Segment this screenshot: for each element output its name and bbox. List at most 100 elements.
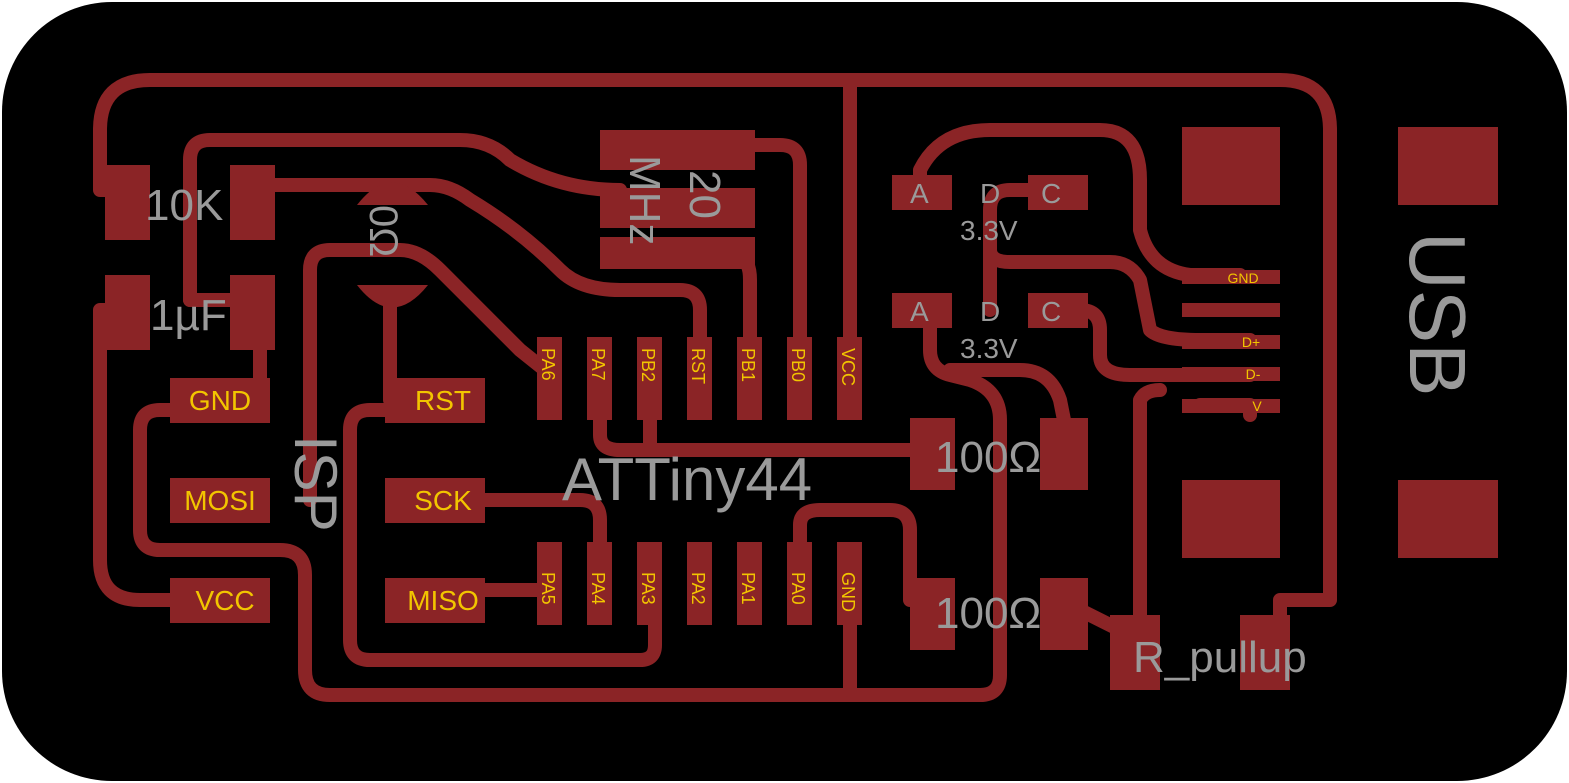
label-mcu-pin-pa0: PA0: [788, 572, 808, 605]
trace-usb-dplus: [983, 183, 1257, 347]
pad-diode1-c: [1028, 175, 1088, 210]
label-mcu-pin-pb0: PB0: [788, 348, 808, 382]
pad-100-top-right: [1040, 418, 1088, 490]
pad-100-bottom-left: [910, 578, 955, 650]
pad-usb-dplus: [1182, 335, 1280, 349]
trace-left-vcc: [93, 303, 227, 607]
trace-sck: [473, 493, 607, 567]
trace-usb-dminus: [1043, 303, 1257, 382]
pad-usb-v: [1182, 399, 1280, 413]
pad-diode2-a: [892, 293, 952, 328]
pad-mcu-pb2: [637, 337, 662, 420]
silkscreen-labels: 10K 1µF 0Ω 20 MHz ATTiny44 ISP USB 100Ω …: [145, 155, 1482, 682]
label-isp-gnd: GND: [189, 385, 251, 416]
trace-pb0: [673, 138, 807, 387]
label-isp-miso: MISO: [407, 585, 479, 616]
label-mcu-pin-pa6: PA6: [538, 348, 558, 381]
pad-isp-sck: [385, 478, 485, 523]
label-usb-pin-v: V: [1252, 398, 1262, 414]
pad-mcu-pa4: [587, 542, 612, 625]
pad-isp-vcc: [170, 578, 270, 623]
pad-mcu-pa3: [637, 542, 662, 625]
pad-diode2-c: [1028, 293, 1088, 328]
pad-pullup-left: [1110, 615, 1160, 690]
label-diode2-value: 3.3V: [960, 333, 1018, 364]
label-diode2-d: D: [980, 296, 1000, 327]
pad-mcu-pa2: [687, 542, 712, 625]
label-mcu-pin-pa3: PA3: [638, 572, 658, 605]
pad-usb-shield-br: [1398, 480, 1498, 558]
pad-crystal-3: [600, 237, 755, 269]
label-crystal-unit: MHz: [620, 155, 669, 245]
label-0ohm: 0Ω: [361, 205, 405, 257]
trace-100-top: [943, 363, 1077, 457]
label-isp-rst: RST: [415, 385, 471, 416]
label-mcu-pin-pa4: PA4: [588, 572, 608, 605]
pad-crystal-1: [600, 130, 755, 170]
pad-10k-left: [105, 165, 150, 240]
label-isp-sck: SCK: [414, 485, 472, 516]
pad-1uf-right: [230, 275, 275, 350]
label-mcu: ATTiny44: [562, 446, 812, 513]
label-mcu-pin-pa5: PA5: [538, 572, 558, 605]
pad-1uf-left: [105, 275, 150, 350]
trace-pullup: [1133, 383, 1167, 647]
pad-pullup-right: [1240, 615, 1290, 690]
pad-mcu-pa1: [737, 542, 762, 625]
pad-usb-dminus: [1182, 367, 1280, 381]
pad-mcu-rst: [687, 337, 712, 420]
trace-pa0: [793, 503, 917, 607]
label-usb: USB: [1393, 232, 1482, 397]
label-10k: 10K: [145, 181, 223, 230]
trace-rst: [253, 178, 707, 387]
pad-mcu-pa6: [537, 337, 562, 420]
label-isp-vcc: VCC: [195, 585, 254, 616]
trace-pa3: [343, 403, 662, 667]
pad-usb-shield-bl: [1182, 480, 1280, 558]
copper-pads: [105, 127, 1498, 690]
label-1uf: 1µF: [150, 291, 227, 340]
label-mcu-pin-pa1: PA1: [738, 572, 758, 605]
label-usb-pin-dminus: D-: [1246, 366, 1261, 382]
label-diode2-a: A: [910, 296, 929, 327]
pad-100-top-left: [910, 418, 955, 490]
label-crystal-value: 20: [680, 170, 729, 219]
pad-isp-gnd: [170, 378, 270, 423]
pad-usb-gnd: [1182, 270, 1280, 284]
label-diode2-c: C: [1041, 296, 1061, 327]
label-mcu-pin-gnd: GND: [838, 572, 858, 612]
pad-0ohm-bottom: [357, 285, 428, 308]
pad-0ohm-top: [357, 182, 428, 205]
label-diode1-a: A: [910, 178, 929, 209]
pad-diode1-a: [892, 175, 952, 210]
label-mcu-pin-pa2: PA2: [688, 572, 708, 605]
pad-mcu-pa0: [787, 542, 812, 625]
pad-mcu-gnd: [837, 542, 862, 625]
trace-pa6: [303, 243, 552, 507]
label-100-bottom: 100Ω: [935, 589, 1041, 638]
pad-isp-mosi: [170, 478, 270, 523]
trace-usb-gnd: [913, 123, 1247, 282]
label-isp-mosi: MOSI: [184, 485, 256, 516]
label-mcu-pin-pa7: PA7: [588, 348, 608, 381]
pad-mcu-pb0: [787, 337, 812, 420]
label-usb-pin-gnd: GND: [1227, 270, 1258, 286]
pin-labels: GND RST MOSI SCK VCC MISO PA6 PA7 PB2 RS…: [184, 270, 1262, 616]
trace-mosi-loop: [133, 313, 1007, 702]
pad-mcu-vcc: [837, 337, 862, 420]
pad-isp-rst: [385, 378, 485, 423]
label-mcu-pin-pb2: PB2: [638, 348, 658, 382]
copper-traces: [93, 73, 1337, 702]
pad-crystal-2: [600, 188, 755, 228]
pad-mcu-pa7: [587, 337, 612, 420]
pad-usb-shield-tl: [1182, 127, 1280, 205]
trace-outer-loop: [93, 73, 1337, 647]
trace-crystal-a: [183, 133, 627, 307]
label-r-pullup: R_pullup: [1133, 633, 1307, 682]
pad-10k-right: [230, 165, 275, 240]
pad-isp-miso: [385, 578, 485, 623]
label-diode1-value: 3.3V: [960, 215, 1018, 246]
pad-usb-id: [1182, 303, 1280, 317]
label-isp: ISP: [282, 435, 349, 532]
